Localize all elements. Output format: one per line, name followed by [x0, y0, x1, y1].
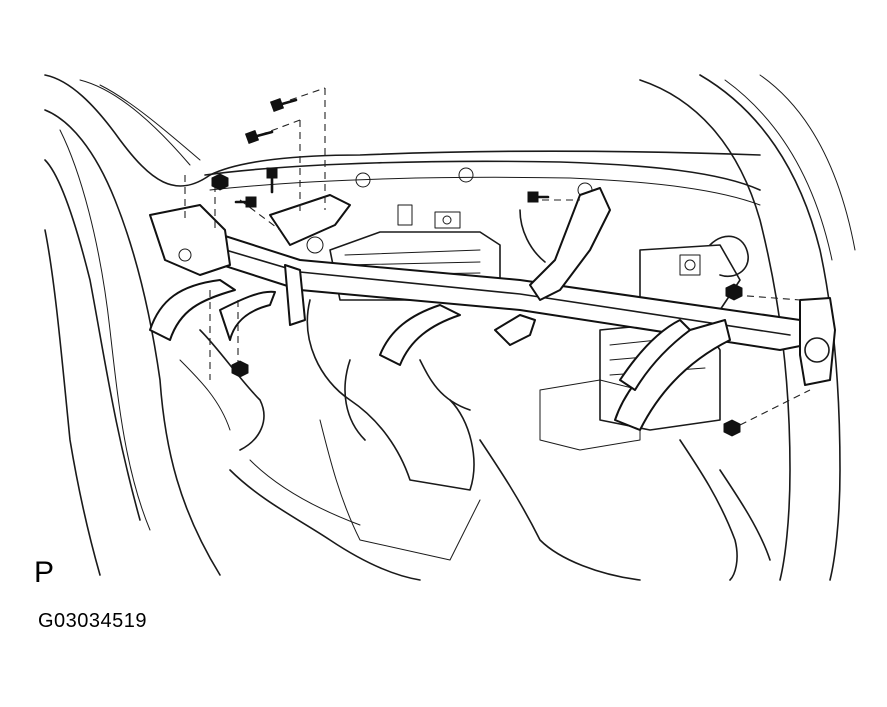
- bolt-icon: [234, 196, 257, 208]
- fasteners: [211, 97, 743, 437]
- nut-icon: [211, 173, 229, 191]
- nut-icon: [231, 360, 249, 378]
- view-label: P: [34, 556, 55, 589]
- nut-icon: [725, 283, 743, 301]
- bolt-icon: [527, 191, 550, 203]
- vehicle-body-outline: [44, 74, 761, 576]
- mounting-tabs: [397, 204, 749, 277]
- dashboard-top-edge: [204, 160, 761, 206]
- bolt-icon: [266, 167, 278, 194]
- figure-code: G03034519: [38, 610, 148, 632]
- bolt-icon: [269, 97, 298, 113]
- reinforcement-crossbeam: [149, 187, 836, 431]
- bolt-icon: [244, 129, 274, 145]
- alignment-dashed-lines: [184, 87, 811, 426]
- nut-icon: [723, 419, 741, 437]
